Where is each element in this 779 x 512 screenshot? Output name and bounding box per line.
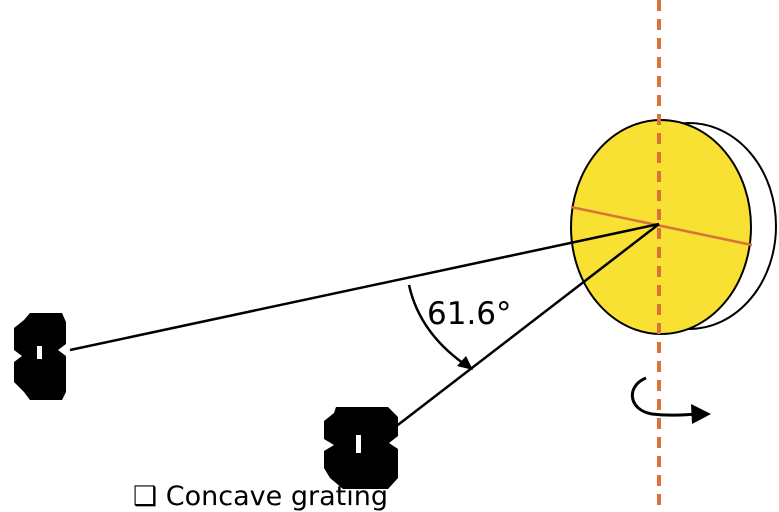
- concave-grating-caption: ❑ Concave grating: [133, 481, 388, 512]
- diffracted-beam: [389, 223, 660, 432]
- grating-diameter-line: [570, 205, 753, 247]
- detector-slit-icon: [324, 407, 398, 489]
- angle-arc-arrowhead: [457, 356, 473, 370]
- incident-beam: [69, 222, 660, 352]
- curved-rotation-arrow-icon: [630, 376, 711, 424]
- angle-arc: [407, 284, 471, 370]
- angle-label: 61.6°: [427, 296, 512, 332]
- source-slit-icon: [14, 313, 66, 400]
